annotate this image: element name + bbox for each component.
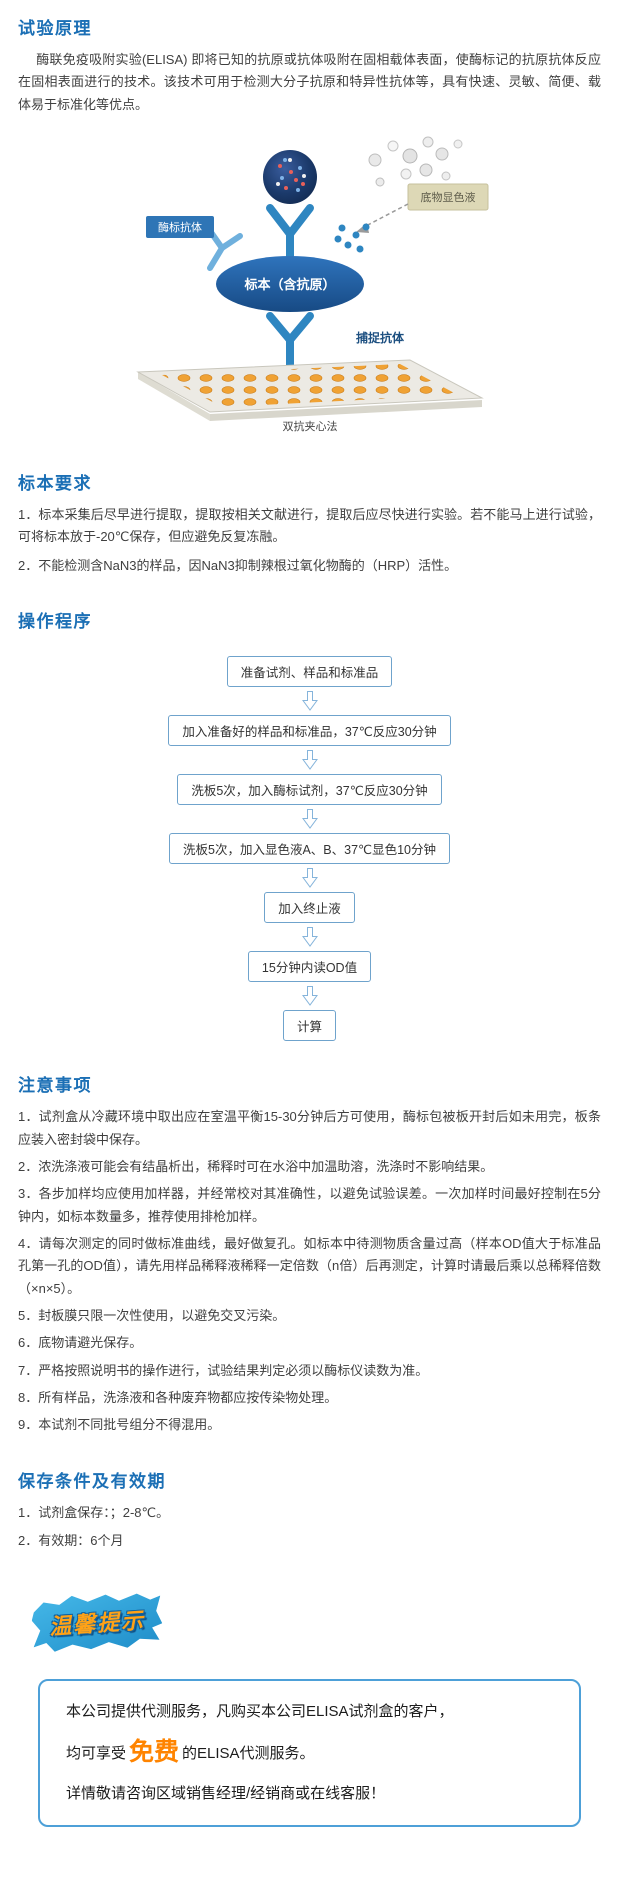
service-box: 本公司提供代测服务，凡购买本公司ELISA试剂盒的客户， 均可享受免费的ELIS…	[38, 1678, 581, 1828]
section-storage: 保存条件及有效期 1．试剂盒保存：；2-8℃。 2．有效期：6个月	[18, 1467, 601, 1553]
procedure-heading: 操作程序	[18, 612, 92, 632]
service-line2: 均可享受免费的ELISA代测服务。	[66, 1727, 553, 1778]
specimen-ellipse: 标本（含抗原）	[215, 256, 364, 313]
principle-heading: 试验原理	[18, 19, 92, 38]
capture-antibody-shape	[265, 312, 314, 375]
labeled-enzyme-sphere	[262, 150, 317, 205]
note-item: 4．请每次测定的同时做标准曲线，最好做复孔。如标本中待测物质含量过高（样本OD值…	[18, 1235, 601, 1296]
enzyme-antibody-label-box: 酶标抗体	[145, 216, 214, 239]
specimen-item: 1．标本采集后尽早进行提取，提取按相关文献进行，提取后应尽快进行实验。若不能马上…	[18, 507, 601, 545]
storage-item: 2．有效期：6个月	[18, 1533, 124, 1549]
free-highlight: 免费	[129, 1738, 180, 1767]
microplate	[135, 359, 484, 422]
down-arrow-icon	[301, 927, 318, 947]
service-line2-suffix: 的ELISA代测服务。	[182, 1745, 315, 1763]
flow-step: 15分钟内读OD值	[247, 951, 372, 983]
storage-item: 1．试剂盒保存：；2-8℃。	[18, 1504, 170, 1520]
service-line3: 详情敬请咨询区域销售经理/经销商或在线客服！	[66, 1784, 386, 1802]
note-item: 2．浓洗涤液可能会有结晶析出，稀释时可在水浴中加温助溶，洗涤时不影响结果。	[18, 1158, 494, 1174]
note-item: 1．试剂盒从冷藏环境中取出应在室温平衡15-30分钟后方可使用，酶标包被板开封后…	[18, 1109, 601, 1147]
down-arrow-icon	[301, 868, 318, 888]
notes-heading: 注意事项	[18, 1076, 92, 1096]
down-arrow-icon	[301, 809, 318, 829]
specimen-item: 2．不能检测含NaN3的样品，因NaN3抑制辣根过氧化物酶的（HRP）活性。	[18, 557, 458, 573]
note-item: 3．各步加样均应使用加样器，并经常校对其准确性，以避免试验误差。一次加样时间最好…	[18, 1186, 601, 1224]
storage-heading: 保存条件及有效期	[18, 1471, 166, 1491]
section-procedure: 操作程序 准备试剂、样品和标准品 加入准备好的样品和标准品，37℃反应30分钟 …	[18, 607, 601, 1042]
bubbles	[368, 136, 462, 187]
flow-step: 计算	[282, 1010, 336, 1042]
section-notes: 注意事项 1．试剂盒从冷藏环境中取出应在室温平衡15-30分钟后方可使用，酶标包…	[18, 1071, 601, 1437]
flow-step: 洗板5次，加入显色液A、B、37℃显色10分钟	[169, 833, 450, 865]
section-specimen: 标本要求 1．标本采集后尽早进行提取，提取按相关文献进行，提取后应尽快进行实验。…	[18, 469, 601, 577]
enzyme-antibody-label: 酶标抗体	[158, 220, 202, 234]
down-arrow-icon	[301, 691, 318, 711]
principle-body: 酶联免疫吸附实验(ELISA) 即将已知的抗原或抗体吸附在固相载体表面，使酶标记…	[18, 52, 601, 112]
note-item: 6．底物请避光保存。	[18, 1335, 143, 1351]
procedure-flowchart: 准备试剂、样品和标准品 加入准备好的样品和标准品，37℃反应30分钟 洗板5次，…	[18, 656, 601, 1042]
substrate-label-box: 底物显色液	[355, 183, 488, 234]
capture-antibody-label: 捕捉抗体	[356, 330, 405, 345]
tip-badge-label: 温馨提示	[48, 1607, 146, 1639]
down-arrow-icon	[301, 750, 318, 770]
note-item: 8．所有样品，洗涤液和各种废弃物都应按传染物处理。	[18, 1390, 338, 1406]
tip-badge: 温馨提示	[30, 1588, 164, 1655]
section-principle: 试验原理 酶联免疫吸附实验(ELISA) 即将已知的抗原或抗体吸附在固相载体表面…	[18, 14, 601, 116]
note-item: 7．严格按照说明书的操作进行，试验结果判定必须以酶标仪读数为准。	[18, 1362, 429, 1378]
flow-step: 洗板5次，加入酶标试剂，37℃反应30分钟	[177, 774, 442, 806]
illustration-caption: 双抗夹心法	[282, 419, 337, 433]
flow-step: 加入准备好的样品和标准品，37℃反应30分钟	[168, 715, 451, 747]
down-arrow-icon	[301, 986, 318, 1006]
note-item: 9．本试剂不同批号组分不得混用。	[18, 1417, 221, 1433]
substrate-label: 底物显色液	[420, 190, 475, 204]
substrate-dots	[334, 223, 369, 253]
note-item: 5．封板膜只限一次性使用，以避免交叉污染。	[18, 1308, 286, 1324]
specimen-label: 标本（含抗原）	[243, 277, 335, 292]
flow-step: 加入终止液	[264, 892, 355, 924]
flow-step: 准备试剂、样品和标准品	[226, 656, 393, 688]
service-line1: 本公司提供代测服务，凡购买本公司ELISA试剂盒的客户，	[66, 1702, 454, 1720]
elisa-diagram-svg: 底物显色液	[135, 136, 488, 433]
elisa-illustration: 底物显色液	[18, 132, 601, 439]
enzyme-antibody-shape	[265, 204, 314, 263]
service-line2-prefix: 均可享受	[66, 1745, 127, 1763]
specimen-heading: 标本要求	[18, 474, 92, 494]
